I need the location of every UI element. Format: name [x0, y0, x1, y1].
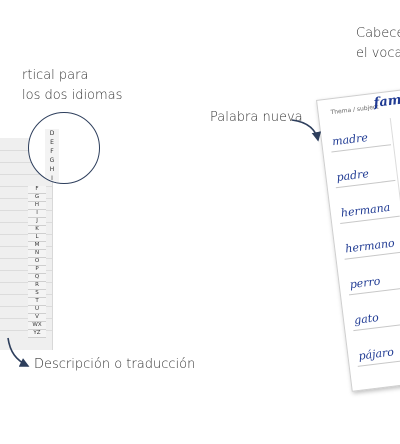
index-tab: S [28, 290, 46, 299]
vertical-index-caption: rtical para los dos idiomas [22, 66, 122, 106]
caption-line: rtical para [22, 68, 89, 83]
caption-line: el vocab [356, 46, 400, 61]
index-tab: WX [28, 322, 46, 331]
index-tab: F [28, 186, 46, 195]
new-word-arrow [291, 119, 322, 142]
index-tab: I [28, 210, 46, 219]
new-word-caption: Palabra nueva [210, 110, 303, 125]
caption-line: los dos idiomas [22, 88, 123, 103]
index-tab: K [28, 226, 46, 235]
index-tab: N [28, 250, 46, 259]
index-tab: O [28, 258, 46, 267]
index-tab: YZ [28, 330, 46, 339]
index-tab: R [28, 282, 46, 291]
index-tab: T [28, 298, 46, 307]
header-caption: Cabece el vocab [356, 24, 400, 64]
zoom-magnifier: D E F G H I [28, 112, 100, 184]
index-tab: M [28, 242, 46, 251]
index-tab: U [28, 306, 46, 315]
caption-line: Cabece [356, 26, 400, 41]
index-tab: V [28, 314, 46, 323]
index-tab: Q [28, 274, 46, 283]
index-tab: G [28, 194, 46, 203]
zoom-tab: I [45, 174, 59, 183]
index-tab: L [28, 234, 46, 243]
description-arrow [7, 337, 30, 367]
index-tab: J [28, 218, 46, 227]
index-tab: P [28, 266, 46, 275]
index-tab: H [28, 202, 46, 211]
description-caption: Descripción o traducción [34, 357, 196, 372]
